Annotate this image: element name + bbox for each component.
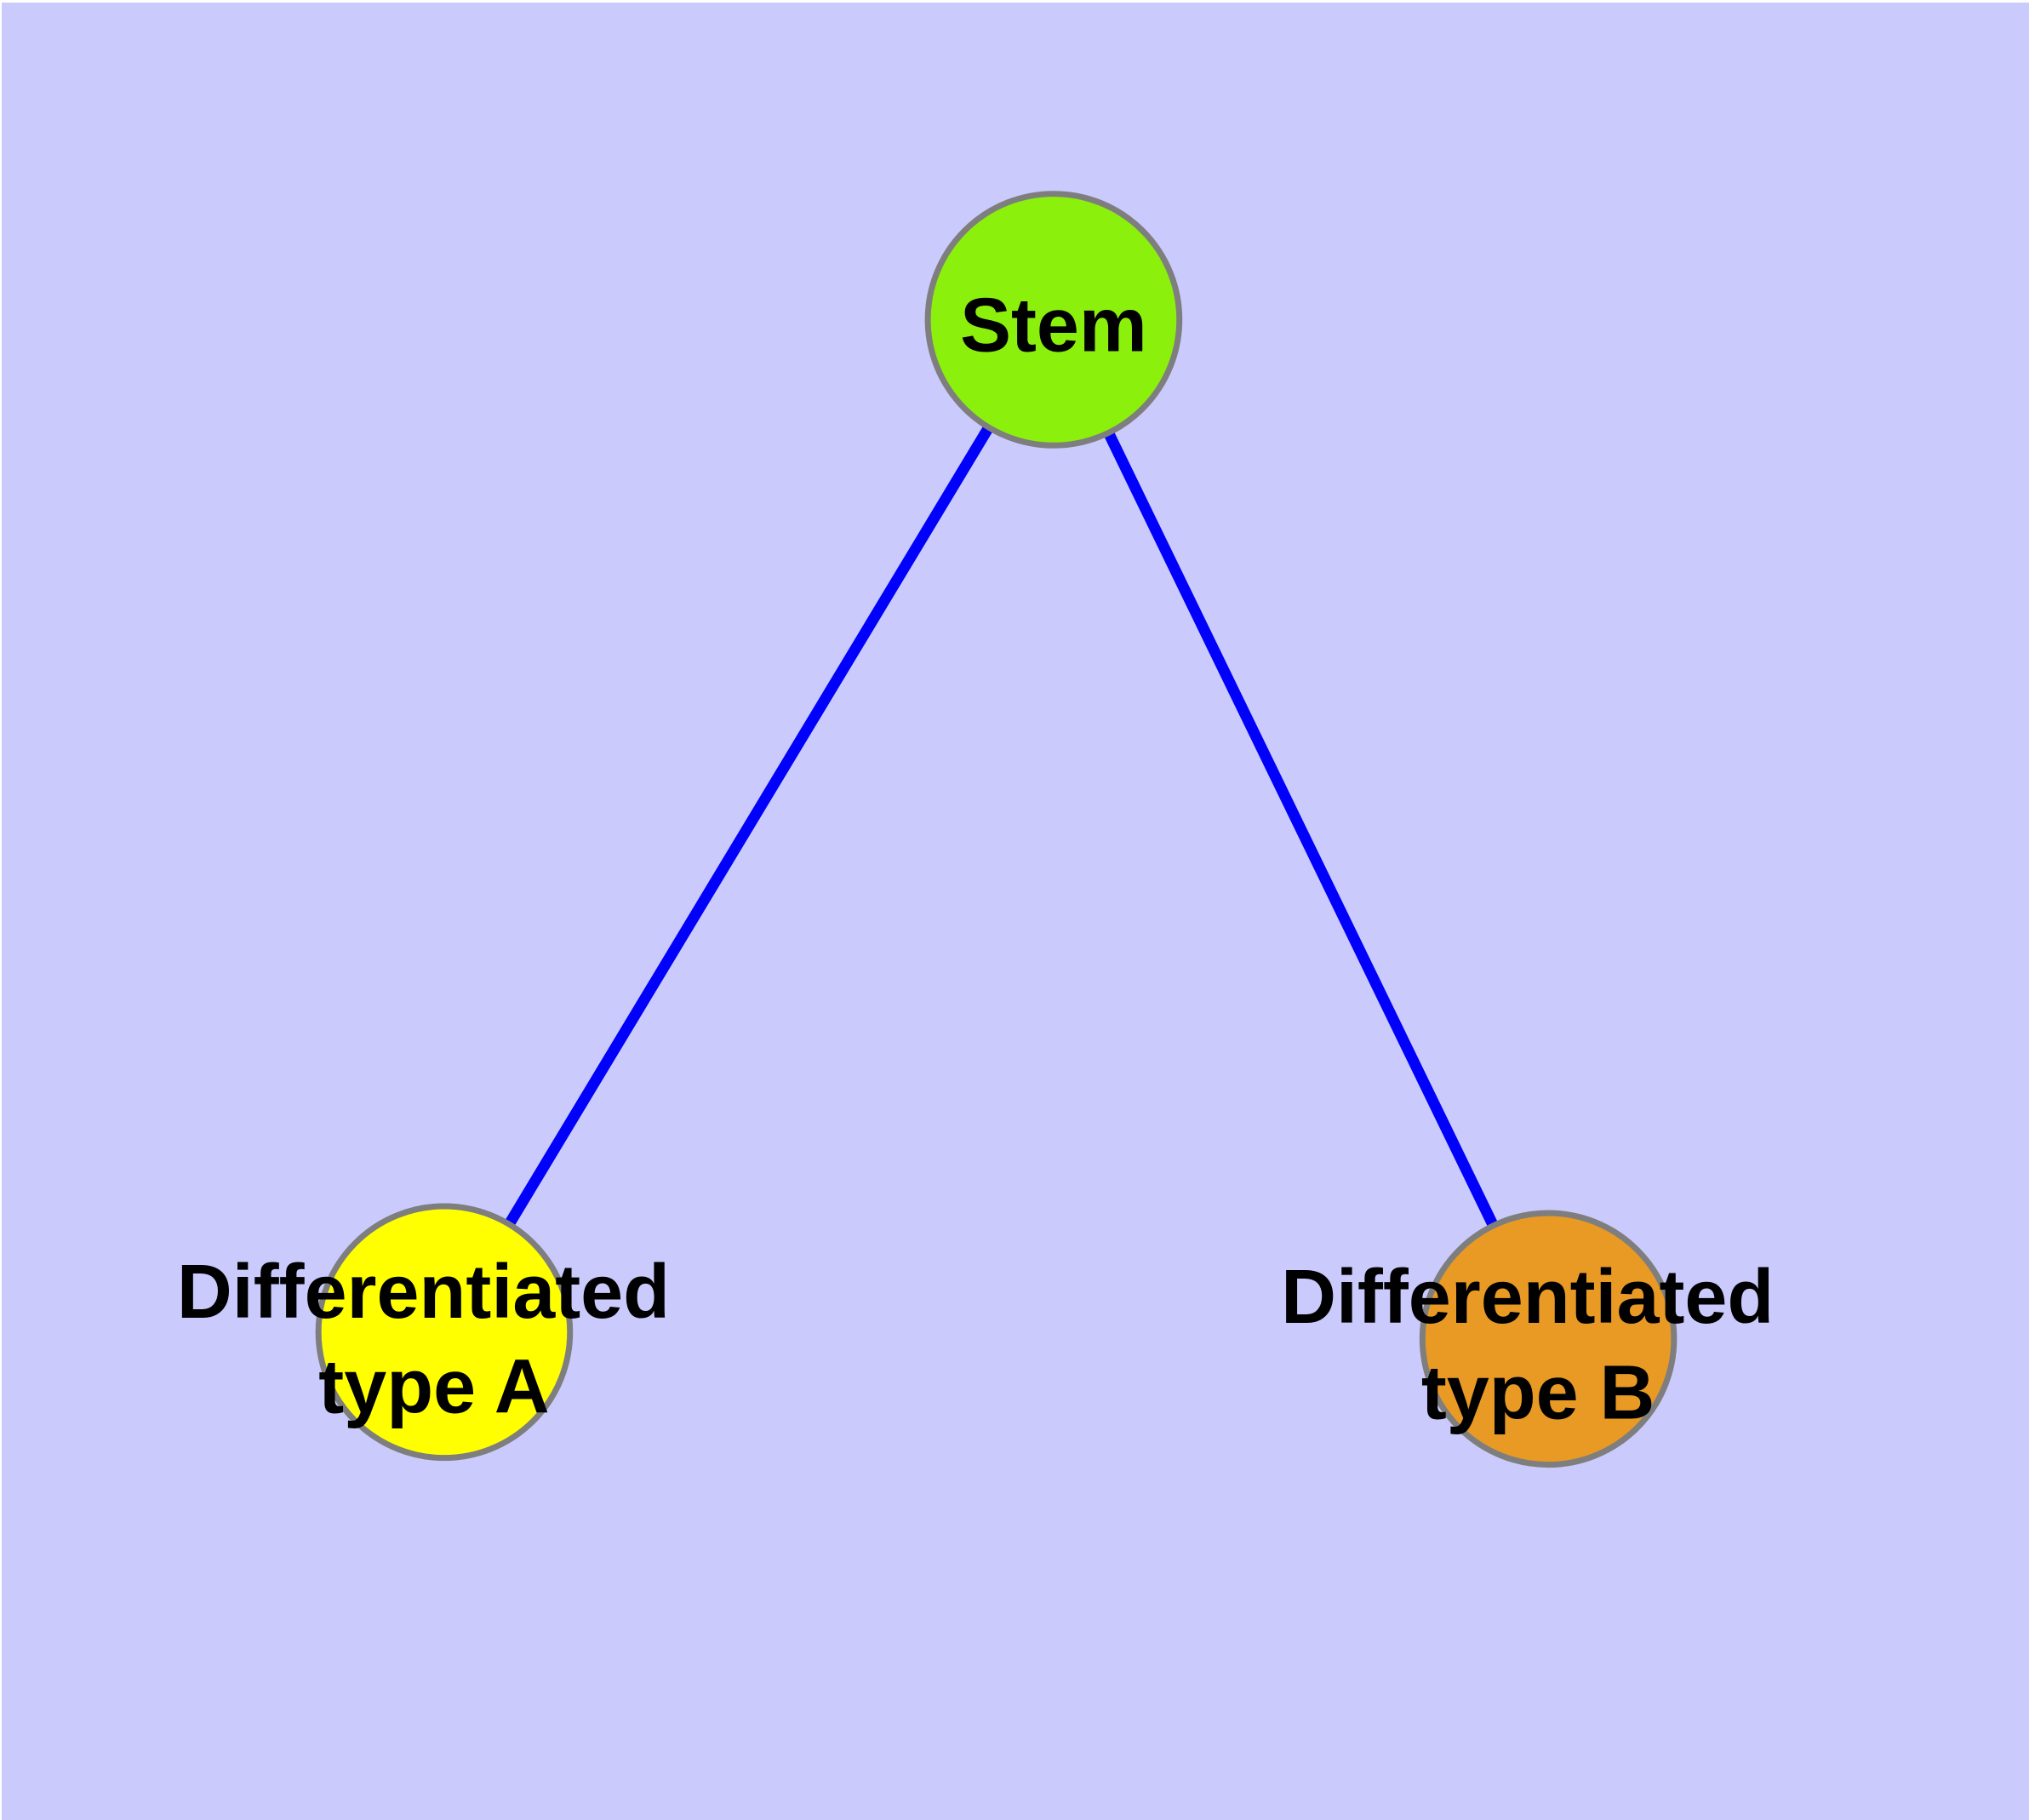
node-type-a-label-line: type A: [318, 1345, 549, 1430]
node-type-b-circle: [1419, 1210, 1677, 1468]
node-stem-label: Stem: [960, 283, 1147, 368]
edge-stem-to-type-b: [1049, 317, 1553, 1342]
node-type-b-label-line: Differentiated: [1281, 1255, 1774, 1340]
node-type-a-label: Differentiated type A: [177, 1250, 691, 1430]
node-type-a-label-line: Differentiated: [177, 1250, 670, 1335]
edge-stem-to-type-a: [439, 317, 1059, 1336]
graph-svg: Stem Differentiated type A Differentiate…: [177, 191, 1795, 1468]
node-stem-circle: [924, 191, 1183, 449]
node-type-a-circle: [315, 1203, 574, 1462]
node-type-b-label-line: type B: [1421, 1351, 1655, 1436]
node-type-b-label: Differentiated type B: [1281, 1255, 1795, 1436]
node-stem-label-line: Stem: [960, 283, 1147, 368]
